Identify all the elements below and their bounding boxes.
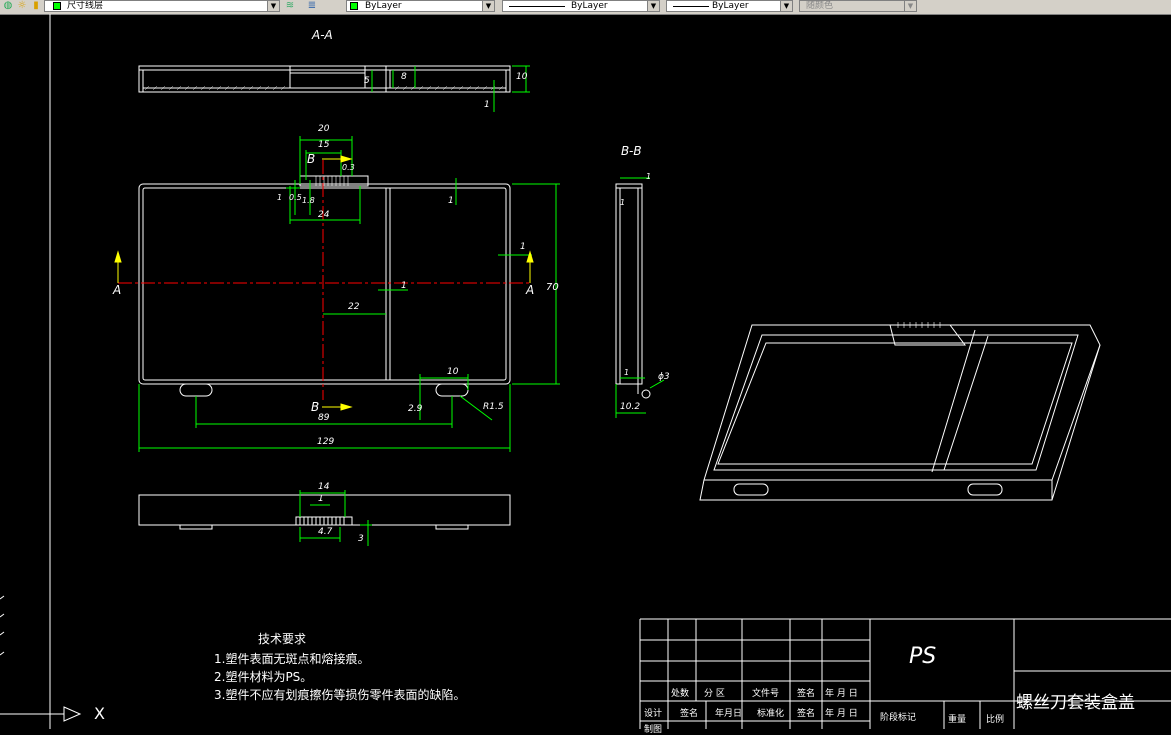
tb-r1-c1: 处数	[671, 689, 690, 699]
dim-20: 20	[318, 124, 330, 134]
cut-label-a-right: A	[526, 283, 535, 297]
dimensions-bb	[615, 177, 665, 418]
section-view-bb	[615, 183, 651, 399]
section-hatch-aa	[144, 85, 504, 91]
plotstyle-value: 随颜色	[806, 1, 834, 11]
tb-stage-mark: 阶段标记	[880, 713, 917, 723]
tb-r2-c2: 签名	[680, 709, 699, 719]
tb-r2-c5: 签名	[797, 709, 816, 719]
dim-1c: 1	[520, 242, 526, 252]
hatch-ribs	[315, 176, 349, 186]
chevron-down-icon: ▼	[904, 1, 916, 11]
isometric-view	[699, 324, 1101, 501]
lineweight-value: ByLayer	[712, 1, 749, 11]
color-dropdown[interactable]: ByLayer ▼	[346, 0, 495, 12]
dimensions-front	[299, 490, 372, 546]
front-ribs	[299, 517, 345, 525]
layer-name: 尺寸线层	[67, 1, 104, 11]
make-current-layer-icon[interactable]: ≋	[285, 0, 295, 11]
dim-2-9: 2.9	[408, 404, 423, 414]
tb-r2-c3: 年月日	[715, 709, 743, 719]
layer-color-swatch	[53, 2, 61, 10]
sun-icon[interactable]: ☼	[17, 0, 27, 11]
dim-1-8: 1.8	[302, 196, 315, 205]
dim-14: 14	[318, 482, 330, 492]
notes-title: 技术要求	[258, 632, 307, 646]
dim-4-7: 4.7	[318, 527, 333, 537]
dim-r1-5: R1.5	[483, 402, 504, 412]
dim-129: 129	[317, 437, 335, 447]
plan-view	[138, 175, 511, 397]
dim-bb-1: 1	[646, 172, 652, 181]
dimensions-aa	[371, 65, 530, 112]
lineweight-preview	[673, 6, 709, 7]
dim-22: 22	[348, 302, 360, 312]
dim-bb-1b: 1	[620, 198, 626, 207]
linetype-preview	[509, 6, 565, 7]
dim-0-5: 0.5	[289, 193, 302, 202]
tb-r1-c4: 签名	[797, 689, 816, 699]
dim-15: 15	[318, 140, 330, 150]
color-value: ByLayer	[365, 1, 402, 11]
chevron-down-icon[interactable]: ▼	[482, 1, 494, 11]
dim-10a: 10	[447, 367, 459, 377]
dim-24: 24	[318, 210, 330, 220]
dim-70: 70	[546, 282, 559, 293]
dim-8: 8	[401, 72, 407, 82]
note-item-2: 2.塑件材料为PS。	[214, 670, 313, 684]
cut-label-b-top: B	[307, 152, 316, 166]
dim-10-2: 10.2	[620, 402, 641, 412]
dim-3: 3	[358, 534, 364, 544]
chevron-down-icon[interactable]: ▼	[647, 1, 659, 11]
cut-label-a-left: A	[113, 283, 122, 297]
chevron-down-icon[interactable]: ▼	[780, 1, 792, 11]
color-swatch	[350, 2, 358, 10]
linetype-dropdown[interactable]: ByLayer ▼	[502, 0, 660, 12]
dim-1a: 1	[277, 193, 283, 202]
properties-toolbar: ◍ ☼ ▮ 尺寸线层 ▼ ≋ ≣ ByLayer ▼ ByLayer ▼ ByL…	[0, 0, 1171, 15]
linetype-value: ByLayer	[571, 1, 608, 11]
dim-1d: 1	[401, 281, 407, 291]
layer-state-icon[interactable]: ◍	[3, 0, 13, 11]
layer-previous-icon[interactable]: ≣	[307, 0, 317, 11]
part-name: 螺丝刀套装盒盖	[1016, 693, 1135, 713]
note-item-1: 1.塑件表面无斑点和熔接痕。	[214, 652, 370, 666]
tb-r1-c3: 文件号	[752, 689, 780, 699]
dim-89: 89	[318, 413, 330, 423]
title-block	[639, 618, 1171, 729]
tb-r1-c5: 年 月 日	[825, 689, 858, 699]
tb-r2-c6: 年 月 日	[825, 709, 858, 719]
dim-phi3: ϕ3	[658, 372, 670, 382]
lock-icon[interactable]: ▮	[33, 0, 39, 11]
ucs-x-axis-icon	[0, 595, 82, 722]
note-item-3: 3.塑件不应有划痕擦伤等损伤零件表面的缺陷。	[214, 688, 466, 702]
cut-markers	[114, 155, 534, 411]
lineweight-dropdown[interactable]: ByLayer ▼	[666, 0, 793, 12]
tb-r2-c4: 标准化	[757, 709, 785, 719]
dim-0-3: 0.3	[342, 163, 355, 172]
dim-1f: 1	[318, 494, 324, 504]
section-bb-label: B-B	[621, 144, 642, 158]
centerlines	[118, 160, 530, 400]
chevron-down-icon[interactable]: ▼	[267, 1, 279, 11]
dim-5: 5	[364, 76, 370, 86]
layer-dropdown[interactable]: 尺寸线层 ▼	[44, 0, 280, 12]
dimensions-plan	[138, 136, 560, 452]
material-label: PS	[909, 644, 937, 669]
ucs-x-label: X	[94, 704, 105, 723]
tb-r2-c1: 设计	[644, 709, 663, 719]
dim-1b: 1	[448, 196, 454, 206]
dim-1e: 1	[484, 100, 490, 110]
tb-weight: 重量	[948, 715, 967, 725]
section-aa-label: A-A	[312, 28, 333, 42]
isometric-ribs	[897, 322, 941, 328]
plotstyle-dropdown: 随颜色 ▼	[799, 0, 917, 12]
dim-bb-1c: 1	[624, 368, 630, 377]
tb-r1-c2: 分 区	[704, 689, 725, 699]
section-view-aa	[138, 65, 511, 93]
cut-label-b-bottom: B	[311, 400, 320, 414]
dim-10b: 10	[516, 72, 528, 82]
tb-scale: 比例	[986, 715, 1005, 725]
